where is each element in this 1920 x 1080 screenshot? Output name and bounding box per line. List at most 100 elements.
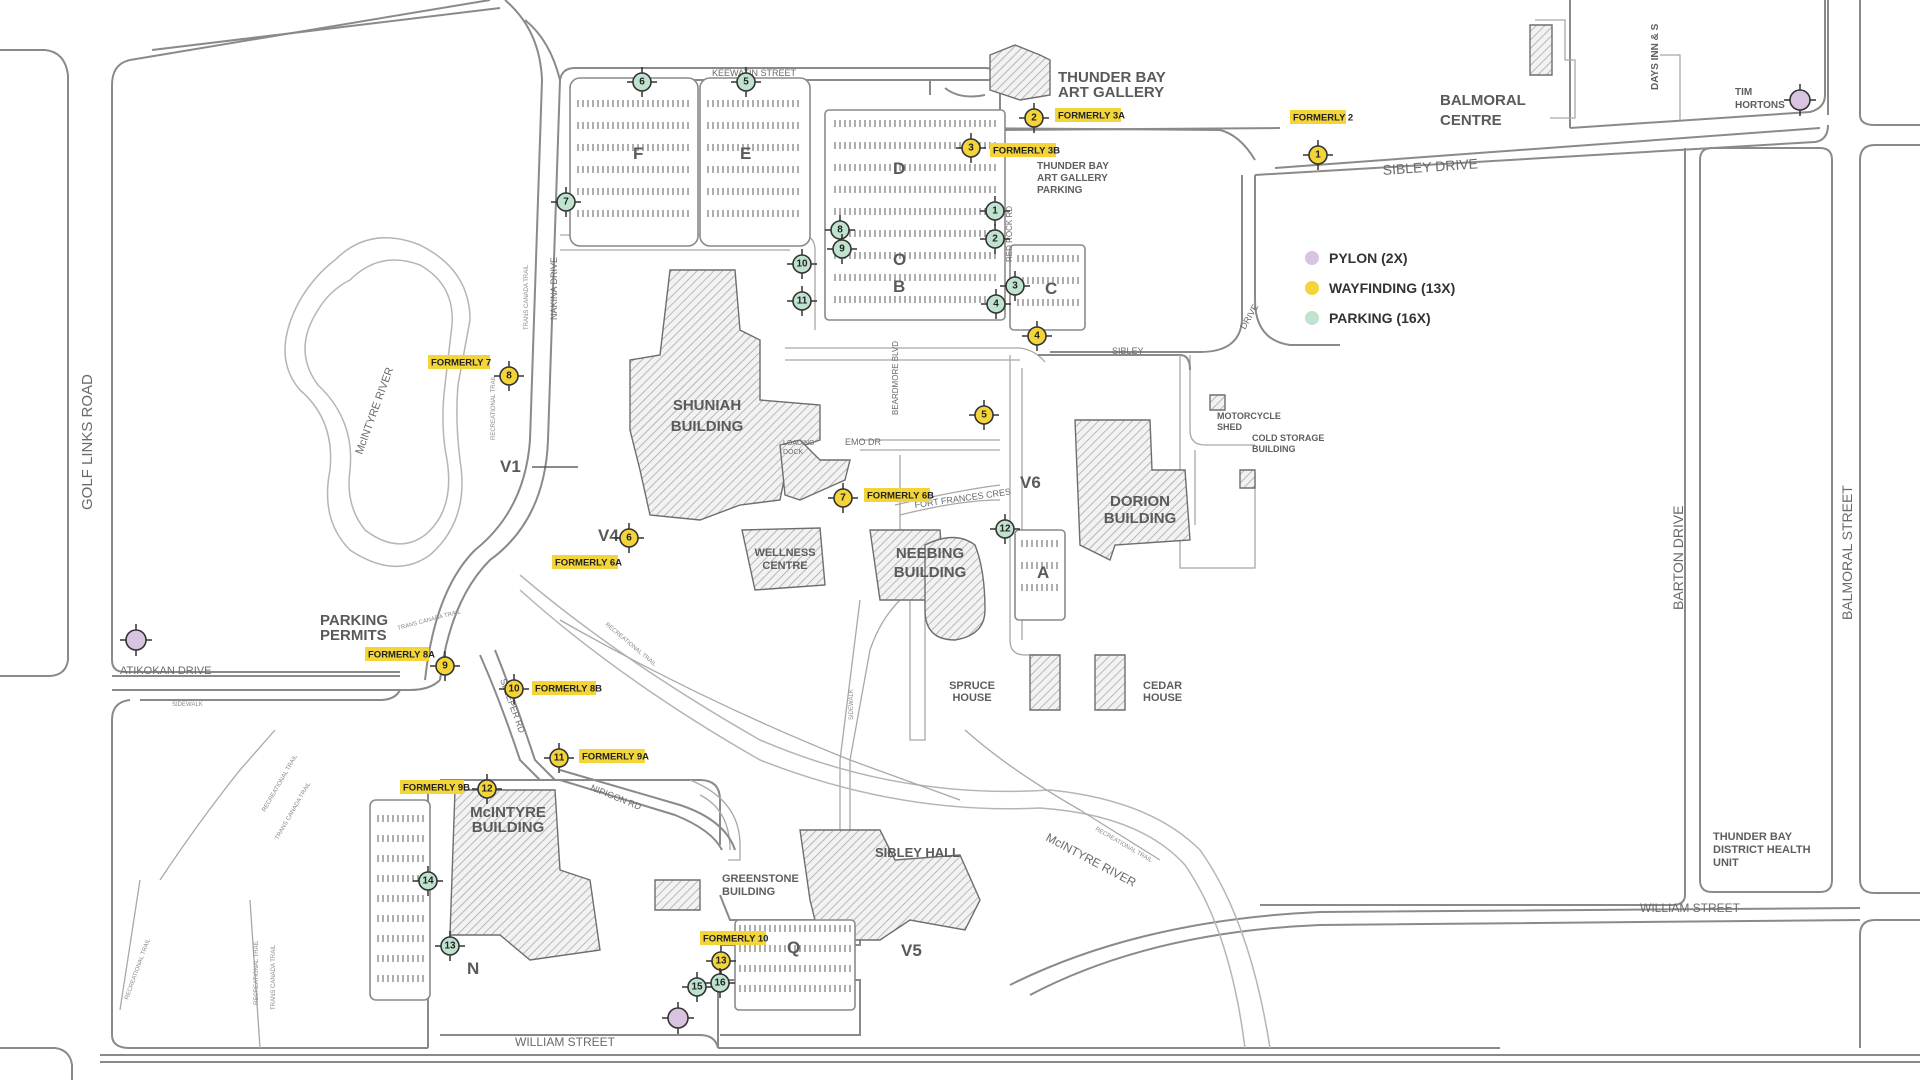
parking-pin[interactable]: 1 [980,196,1010,226]
mcintyre-river-upper-label: McINTYRE RIVER [354,366,397,456]
visitor-label: V4 [598,526,619,545]
parking-pin[interactable]: 13 [435,931,465,961]
sibley-drive-label: SIBLEY DRIVE [1382,155,1478,178]
svg-text:12: 12 [999,524,1011,535]
wayfinding-pin[interactable]: 6 [614,523,644,553]
wayfinding-pin[interactable]: 1 [1303,140,1333,170]
pylon-pin[interactable] [1784,84,1816,116]
mcintyre-river-lower-label: McINTYRE RIVER [1044,830,1139,889]
parking-pin[interactable]: 3 [1000,271,1030,301]
wayfinding-pin[interactable]: 10 [499,674,529,704]
lot-label: E [740,144,751,163]
svg-text:2: 2 [1031,113,1037,124]
trail-label: RECREATIONAL TRAIL [124,937,152,1000]
sibley-inner-label: SIBLEY [1112,346,1144,356]
wayfinding-pin[interactable]: 9 [430,651,460,681]
parking-pin[interactable]: 9 [827,234,857,264]
trail-label: TRANS CANADA TRAIL [275,781,313,841]
svg-text:FORMERLY 9A: FORMERLY 9A [582,752,649,763]
wayfinding-pin[interactable]: 11 [544,743,574,773]
visitor-label: V6 [1020,473,1041,492]
svg-text:3: 3 [968,143,974,154]
parking-pin[interactable]: 10 [787,249,817,279]
svg-text:14: 14 [422,876,434,887]
svg-text:11: 11 [554,753,565,764]
legend: PYLON (2X) WAYFINDING (13X) PARKING (16X… [1305,250,1455,326]
pylon-pin[interactable] [662,1002,694,1034]
parking-pin[interactable]: 14 [413,866,443,896]
wayfinding-pin[interactable]: 8 [494,361,524,391]
svg-text:FORMERLY 8A: FORMERLY 8A [368,650,435,661]
parking-pin[interactable]: 2 [980,224,1010,254]
svg-text:1: 1 [992,206,998,217]
parking-pin[interactable]: 16 [705,968,735,998]
parking-pin[interactable]: 7 [551,187,581,217]
legend-pylon-label: PYLON (2X) [1329,250,1408,266]
svg-text:5: 5 [981,410,987,421]
svg-text:FORMERLY 9B: FORMERLY 9B [403,783,470,794]
lot-label: F [633,144,643,163]
wayfinding-pin[interactable]: 5 [969,400,999,430]
formerly-tag: FORMERLY 3A [1055,108,1125,122]
wayfinding-pin[interactable]: 2 [1019,103,1049,133]
svg-text:4: 4 [1034,331,1040,342]
lot-label: A [1037,563,1049,582]
wayfinding-pin[interactable]: 12 [472,774,502,804]
formerly-tag: FORMERLY 8B [532,681,602,695]
legend-wayfinding-swatch [1305,281,1319,295]
lot-label: Q [787,938,800,957]
pylon-pin[interactable] [120,624,152,656]
lot-label: B [893,277,905,296]
svg-text:11: 11 [797,296,808,307]
svg-text:12: 12 [481,784,493,795]
svg-text:9: 9 [839,244,845,255]
emo-dr-label: EMO DR [845,437,882,447]
svg-text:8: 8 [506,371,512,382]
parking-pin[interactable]: 15 [682,972,712,1002]
trail-label: TRANS CANADA TRAIL [524,264,530,330]
golf-links-road-label: GOLF LINKS ROAD [79,374,96,510]
svg-text:FORMERLY 2: FORMERLY 2 [1293,113,1353,124]
formerly-tag: FORMERLY 6A [552,555,622,569]
atikokan-drive-label: ATIKOKAN DRIVE [120,665,211,677]
sibley-hall-label: SIBLEY HALL [875,845,960,860]
trail-label: TRANS CANADA TRAIL [271,944,277,1010]
parking-pin[interactable]: 4 [981,289,1011,319]
keewatin-street-label: KEEWATIN STREET [712,68,797,78]
formerly-tag: FORMERLY 10 [700,931,768,945]
legend-pylon-swatch [1305,251,1319,265]
parking-pin[interactable]: 11 [787,286,817,316]
svg-text:16: 16 [714,978,726,989]
formerly-tag: FORMERLY 9B [400,780,470,794]
svg-text:FORMERLY 8B: FORMERLY 8B [535,684,602,695]
lot-label: N [467,959,479,978]
svg-text:10: 10 [796,259,808,270]
svg-text:4: 4 [993,299,999,310]
pylon-pins[interactable] [120,84,1816,1034]
parking-pin[interactable]: 12 [990,514,1020,544]
visitor-label: V1 [500,457,521,476]
parking-pin[interactable]: 5 [731,67,761,97]
trail-label: TRANS CANADA TRAIL [397,609,462,632]
wayfinding-pin[interactable]: 3 [956,133,986,163]
svg-text:FORMERLY 6A: FORMERLY 6A [555,558,622,569]
wayfinding-pin[interactable]: 13 [706,946,736,976]
days-inn-label: DAYS INN & S [1650,23,1661,90]
red-rock-label: RED ROCK RD [1005,206,1014,262]
svg-text:3: 3 [1012,281,1018,292]
svg-text:2: 2 [992,234,998,245]
parking-pin[interactable]: 6 [627,67,657,97]
wayfinding-pin[interactable]: 7 [828,483,858,513]
wayfinding-pin[interactable]: 4 [1022,321,1052,351]
legend-parking-label: PARKING (16X) [1329,310,1431,326]
